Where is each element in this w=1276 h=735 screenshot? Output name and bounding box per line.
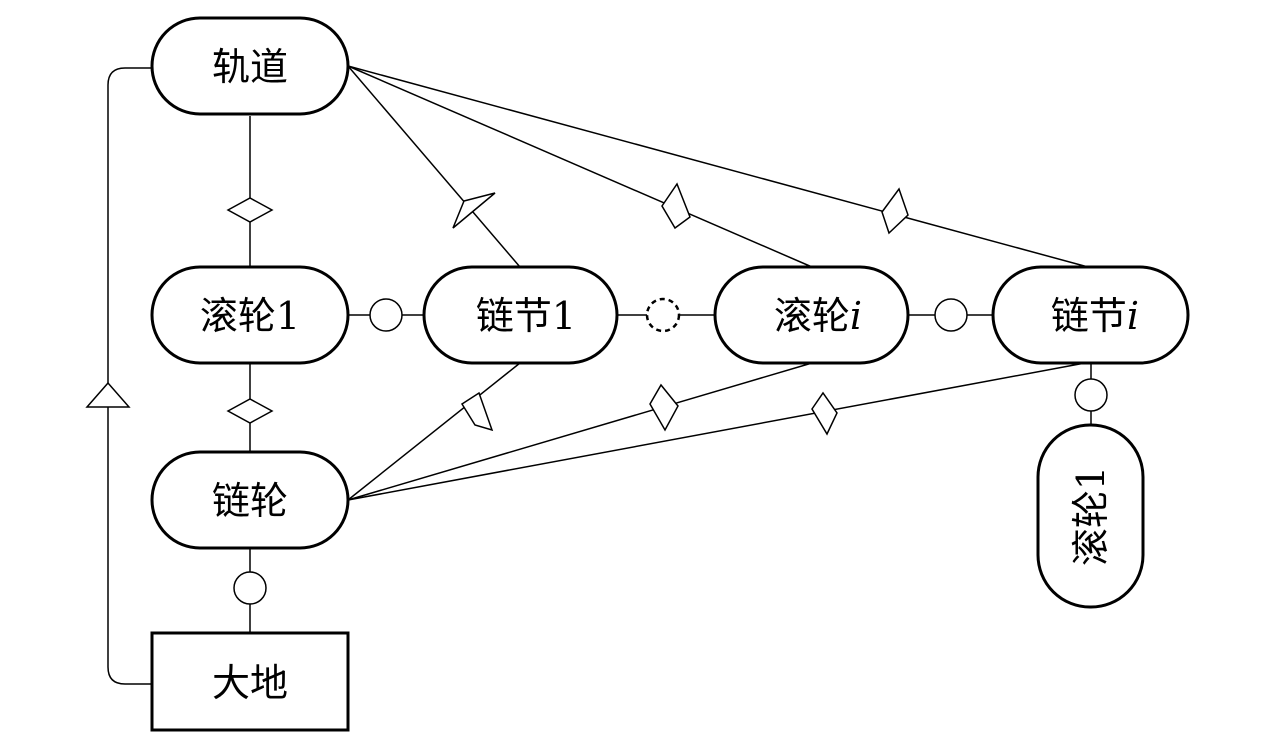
edge-track-linki [347,65,1089,268]
node-track-label: 轨道 [212,45,288,89]
edge-track-rolleri [347,65,813,268]
edge-sprocket-rolleri [347,362,813,501]
revolute-joint-link1-rolleri-dashed [645,297,681,333]
contact-joint-track-linki [881,187,909,235]
edge-sprocket-linki [347,362,1086,501]
node-ground: 大地 [150,631,350,732]
revolute-joint-rolleri-linki [934,298,968,332]
node-link-1-label: 链节1 [476,294,576,338]
edge-track-link1 [347,65,521,268]
prismatic-joint-track-link1 [452,192,496,229]
node-sprocket: 链轮 [150,450,350,550]
contact-joint-sprocket-rolleri [649,383,679,432]
node-link-1: 链节1 [422,265,619,365]
node-roller-i: 滚轮i [713,265,910,365]
nodes: 轨道 滚轮1 链节1 滚轮i 链节i 链轮 大地 [150,16,1190,732]
contact-joint-track-rolleri [661,182,691,230]
node-roller-i-label: 滚轮i [774,294,862,338]
node-track: 轨道 [150,16,350,116]
contact-joint-track-roller1 [226,197,274,223]
edge-ground-track [107,67,152,685]
edge-sprocket-link1 [347,362,521,501]
revolute-joint-sprocket-ground [233,571,267,605]
revolute-joint-linki-roller1v [1074,378,1108,412]
edges [107,65,1092,685]
contact-joint-sprocket-link1 [460,391,494,432]
node-roller-1: 滚轮1 [150,265,350,365]
node-ground-label: 大地 [212,661,288,705]
node-link-i-label: 链节i [1051,294,1139,338]
joint-symbols [85,182,1108,605]
node-sprocket-label: 链轮 [212,479,288,523]
contact-joint-roller1-sprocket [226,398,274,424]
prismatic-joint-ground-track [85,381,131,408]
revolute-joint-roller1-link1 [369,298,403,332]
contact-joint-sprocket-linki [811,391,838,436]
node-link-i: 链节i [991,265,1190,365]
node-roller-1-label: 滚轮1 [200,294,300,338]
node-roller-1-vertical: 滚轮1 [1036,423,1145,609]
node-roller-1-vertical-label: 滚轮1 [1069,466,1113,566]
